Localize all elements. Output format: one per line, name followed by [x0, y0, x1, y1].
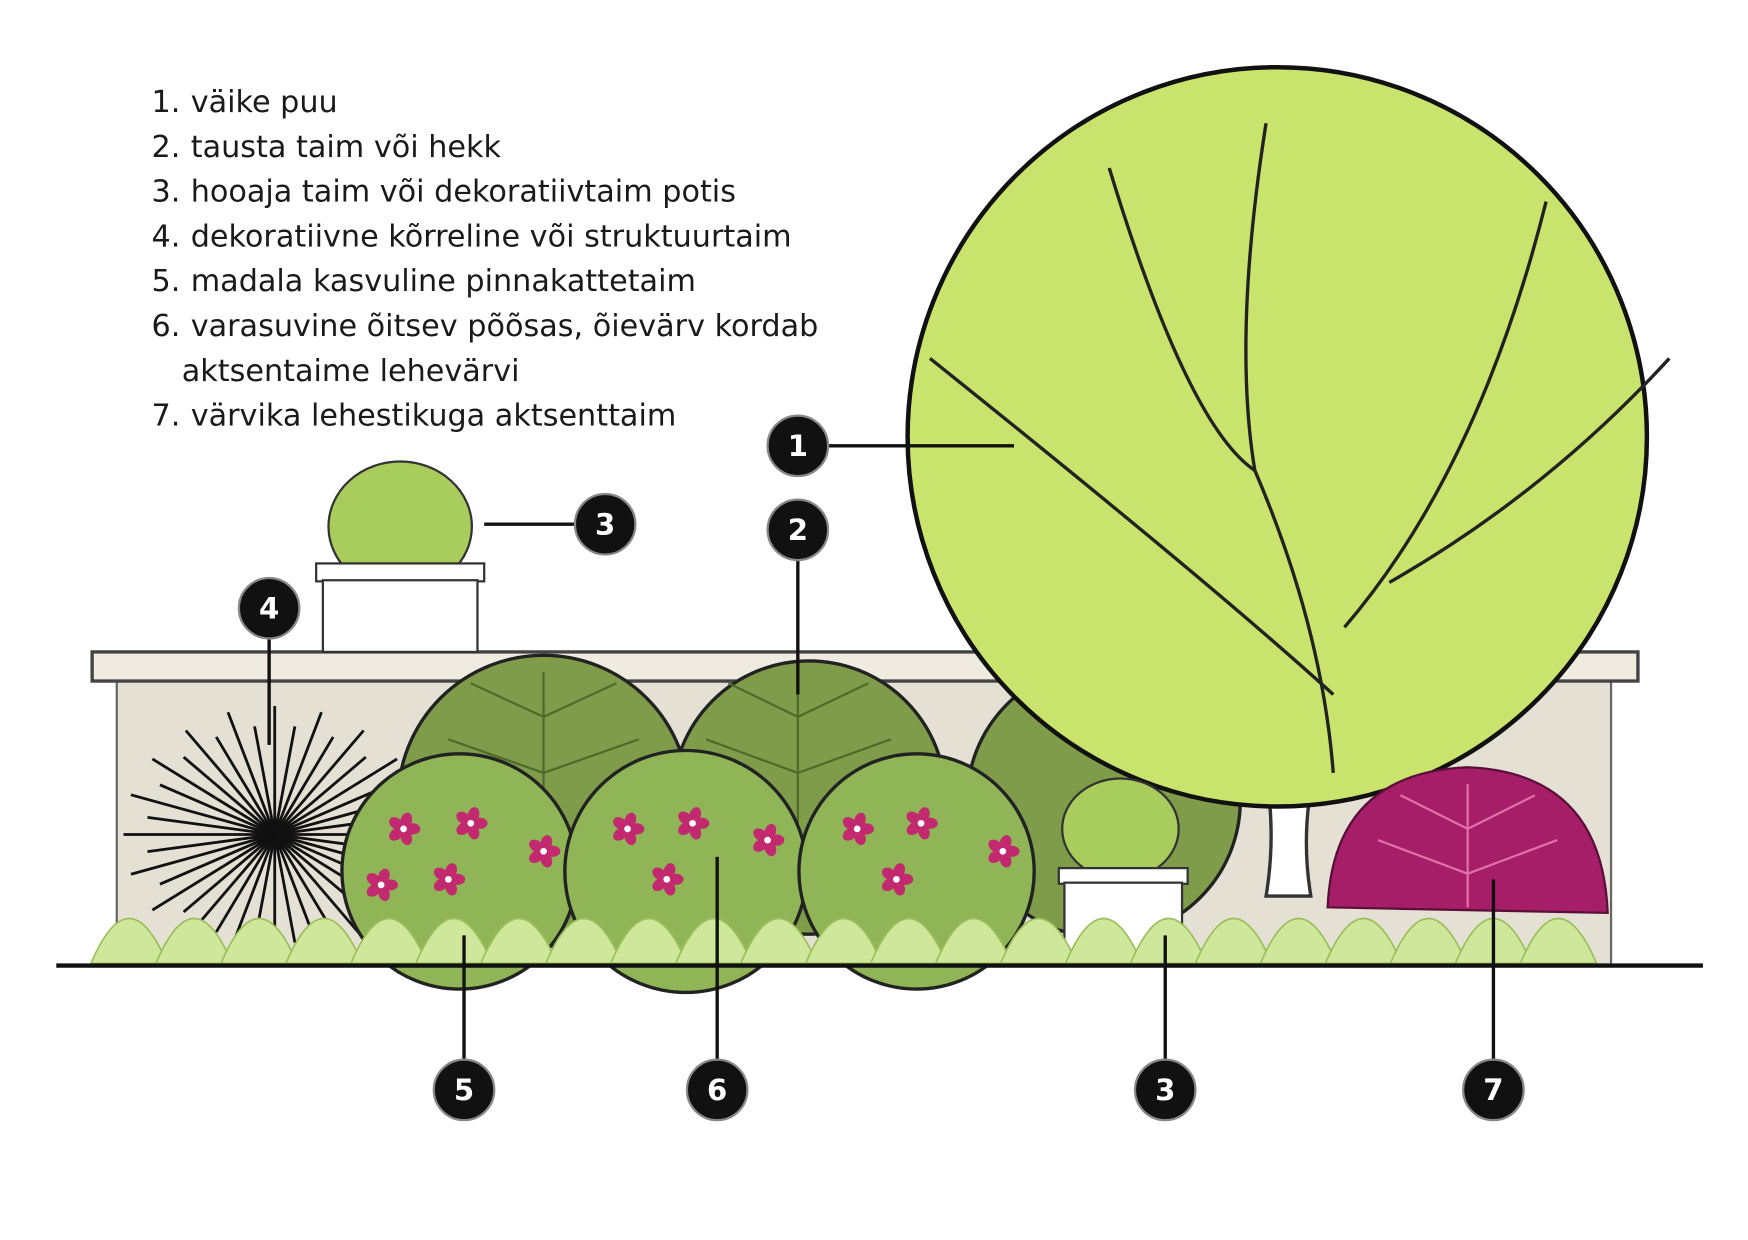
- flower: [678, 807, 710, 840]
- callouts: 1 3 2 4 5 6 3 7: [237, 414, 1525, 1122]
- grass-blade: [159, 783, 276, 836]
- legend-number: 3.: [152, 175, 181, 210]
- legend-number: 5.: [152, 264, 181, 299]
- callout-number: 3: [1155, 1073, 1175, 1107]
- flower: [389, 812, 421, 846]
- callout-number: 4: [259, 591, 279, 625]
- legend-list: 1. väike puu 2. tausta taim või hekk 3. hooaj…: [152, 85, 819, 434]
- callout-number: 5: [454, 1073, 474, 1107]
- grass-blade: [215, 736, 276, 836]
- flower: [988, 835, 1020, 868]
- legend-item: värvika lehestikuga aktsenttaim: [191, 399, 677, 434]
- grass-blade: [182, 833, 276, 913]
- grass-blade: [273, 756, 367, 836]
- legend-number: 2.: [152, 130, 181, 165]
- callout-marker: [766, 498, 830, 562]
- callout-marker: [766, 414, 830, 478]
- grass-blade: [226, 711, 277, 836]
- flower: [433, 863, 466, 896]
- legend-item: madala kasvuline pinnakattetaim: [191, 264, 696, 299]
- grass-blade: [159, 833, 276, 886]
- groundcover: [89, 917, 1598, 965]
- legend-item: tausta taim või hekk: [191, 130, 502, 165]
- grass-blade: [215, 833, 276, 933]
- grass-blade: [130, 833, 276, 876]
- small-tree: [905, 64, 1671, 898]
- callout-number: 7: [1483, 1073, 1503, 1107]
- flower: [906, 807, 938, 840]
- callout-marker: [685, 1058, 749, 1122]
- grass-blade: [273, 736, 335, 836]
- flower: [842, 812, 874, 846]
- callout-marker: [432, 1058, 496, 1122]
- callout-marker: [1133, 1058, 1197, 1122]
- flower: [529, 835, 561, 868]
- grass-blade: [182, 756, 276, 836]
- callout-number: 2: [788, 513, 808, 547]
- flower: [753, 823, 785, 857]
- grass-blade: [151, 757, 276, 836]
- callout-marker: [1462, 1058, 1525, 1122]
- grass-blade: [147, 833, 275, 854]
- callout-number: 6: [707, 1073, 727, 1107]
- legend-item: väike puu: [191, 85, 338, 120]
- groundcover-clump: [1519, 917, 1598, 965]
- flower: [366, 868, 398, 902]
- flower: [882, 863, 914, 896]
- callout-marker: [237, 576, 301, 640]
- ornamental-grass: [123, 705, 426, 964]
- legend-number: 7.: [152, 399, 181, 434]
- legend-item: aktsentaime lehevärvi: [182, 354, 520, 389]
- grass-blade: [273, 757, 398, 836]
- grass-blade: [253, 726, 277, 835]
- callout-number: 1: [788, 429, 808, 463]
- grass-blade: [273, 711, 323, 836]
- grass-blade: [273, 834, 297, 943]
- grass-blade: [184, 729, 276, 836]
- legend-item: dekoratiivne kõrreline või struktuurtaim: [191, 219, 792, 254]
- legend-item: hooaja taim või dekoratiivtaim potis: [191, 175, 736, 210]
- legend-item: varasuvine õitsev põõsas, õievärv kordab: [191, 309, 819, 344]
- grass-blade: [273, 726, 297, 835]
- grass-blade: [273, 833, 335, 933]
- grass-blade: [151, 833, 276, 912]
- flowers: [366, 807, 1020, 902]
- flower: [613, 812, 645, 846]
- grass-blade: [273, 729, 365, 836]
- grass-blade: [130, 793, 276, 836]
- hedge-leaf-veins: [447, 672, 892, 897]
- flower: [456, 807, 488, 840]
- legend-number: 1.: [152, 85, 181, 120]
- legend-number: 6.: [152, 309, 181, 344]
- legend-number: 4.: [152, 219, 181, 254]
- grass-blade: [273, 833, 365, 940]
- potted-plant-top: [315, 460, 486, 654]
- grass-blade: [147, 815, 275, 836]
- callout-marker: [573, 492, 637, 556]
- accent-plant: [1326, 766, 1609, 915]
- callout-number: 3: [595, 507, 615, 541]
- flower: [652, 863, 684, 896]
